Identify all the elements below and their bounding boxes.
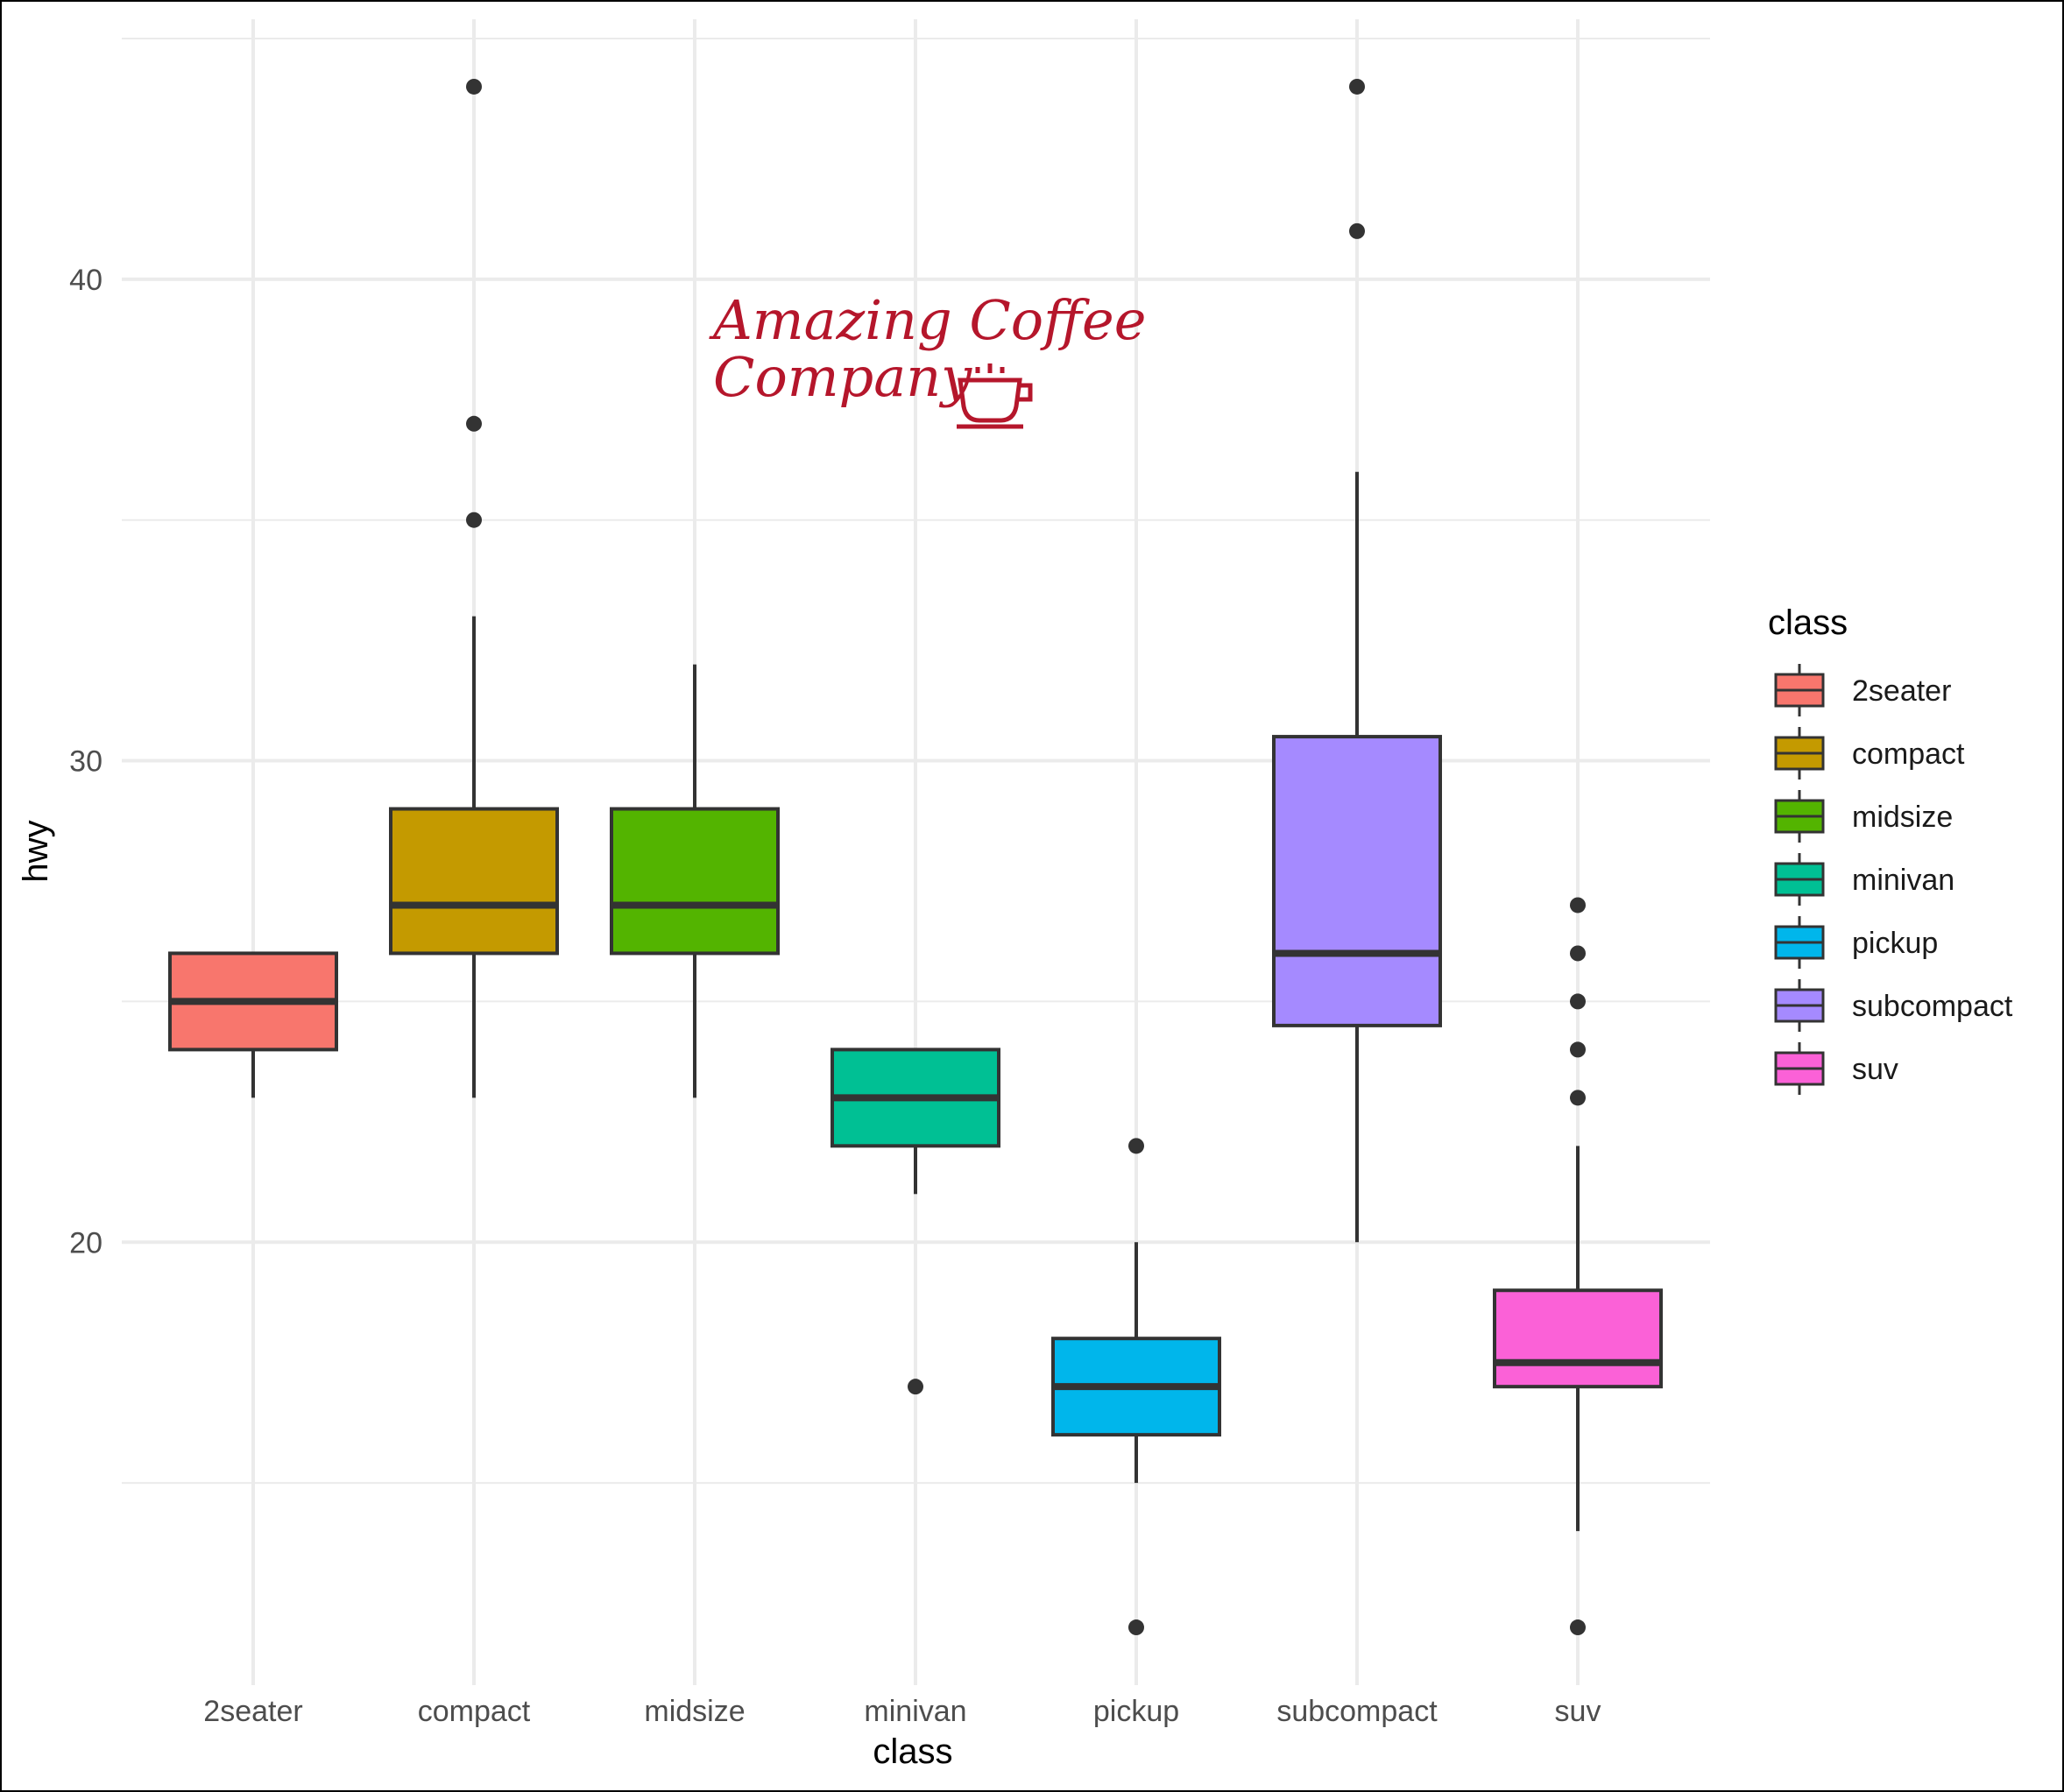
coffee-cup-icon (957, 363, 1033, 429)
watermark-line-2: Company (713, 345, 972, 409)
legend-item-pickup: pickup (1774, 916, 1938, 969)
box-minivan (831, 1048, 1000, 1395)
legend-item-midsize: midsize (1774, 790, 1953, 843)
iqr-box (610, 807, 780, 956)
outlier-point (1349, 222, 1365, 239)
outlier-point (908, 1379, 923, 1395)
legend: 2seater compact midsize minivan pickup subcom… (1774, 664, 2013, 1095)
x-tick-label-suv: suv (1555, 1695, 1601, 1728)
x-tick-labels: 2seater compact midsize minivan pickup subcom… (203, 1695, 1601, 1728)
outlier-point (1570, 897, 1586, 914)
x-tick-label-compact: compact (418, 1695, 531, 1728)
box-2seater (168, 951, 338, 1098)
legend-label: pickup (1852, 927, 1938, 960)
box-compact (389, 78, 559, 1098)
legend-label: compact (1852, 737, 1965, 771)
legend-label: subcompact (1852, 990, 2013, 1023)
iqr-box (389, 807, 559, 956)
boxes (168, 78, 1663, 1636)
y-tick-labels: 20 30 40 (69, 264, 102, 1259)
legend-item-2seater: 2seater (1774, 664, 1951, 716)
x-tick-label-subcompact: subcompact (1276, 1695, 1438, 1728)
iqr-box (1493, 1288, 1663, 1389)
box-pickup (1051, 1138, 1221, 1636)
x-tick-label-pickup: pickup (1093, 1695, 1179, 1728)
outlier-point (1570, 1090, 1586, 1106)
x-tick-label-2seater: 2seater (203, 1695, 302, 1728)
x-axis-title: class (873, 1732, 952, 1771)
legend-item-minivan: minivan (1774, 853, 1954, 906)
outlier-point (1349, 78, 1365, 95)
watermark-line-1: Amazing Coffee (709, 288, 1146, 352)
box-suv (1493, 897, 1663, 1636)
outlier-point (1570, 1041, 1586, 1058)
y-tick-label: 20 (69, 1226, 102, 1259)
legend-label: midsize (1852, 801, 1953, 834)
legend-label: minivan (1852, 864, 1954, 897)
legend-label: 2seater (1852, 674, 1951, 708)
outlier-point (1128, 1619, 1144, 1636)
iqr-box (1272, 735, 1442, 1027)
legend-item-subcompact: subcompact (1774, 979, 2013, 1032)
legend-item-suv: suv (1774, 1042, 1898, 1095)
outlier-point (1128, 1138, 1144, 1154)
y-tick-label: 30 (69, 745, 102, 779)
outlier-point (466, 415, 482, 432)
x-tick-label-midsize: midsize (644, 1695, 745, 1728)
legend-label: suv (1852, 1053, 1898, 1086)
outlier-point (1570, 945, 1586, 962)
box-subcompact (1272, 78, 1442, 1243)
watermark-logo: Amazing Coffee Company (709, 288, 1146, 429)
box-midsize (610, 664, 780, 1098)
legend-item-compact: compact (1774, 727, 1965, 780)
y-axis-title: hwy (17, 820, 55, 882)
y-tick-label: 40 (69, 264, 102, 297)
legend-title: class (1768, 603, 1848, 642)
grid-lines (122, 19, 1710, 1685)
outlier-point (466, 78, 482, 95)
x-tick-label-minivan: minivan (864, 1695, 966, 1728)
outlier-point (1570, 1619, 1586, 1636)
outlier-point (1570, 993, 1586, 1010)
outlier-point (466, 511, 482, 528)
